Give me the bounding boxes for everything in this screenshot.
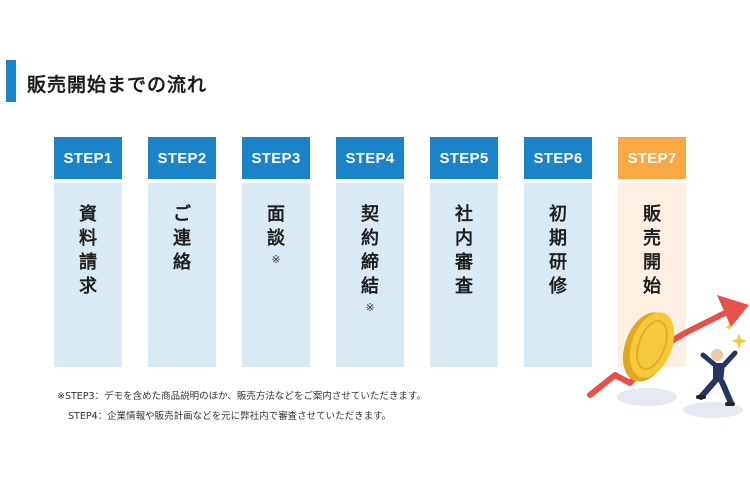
step-text: 初期研修 bbox=[549, 203, 567, 299]
step-char: 締 bbox=[361, 252, 379, 273]
footnote-step4: STEP4：企業情報や販売計画などを元に弊社内で審査させていただきます。 bbox=[68, 411, 392, 422]
step-text: 社内審査 bbox=[455, 203, 473, 299]
step-char: 資 bbox=[79, 204, 97, 225]
step-body: ご連絡 bbox=[148, 183, 216, 367]
step-char: 研 bbox=[549, 252, 567, 273]
title-accent-bar bbox=[6, 60, 16, 102]
step-body: 社内審査 bbox=[430, 183, 498, 367]
footnotes: ※STEP3：デモを含めた商品説明のほか、販売方法などをご案内させていただきます… bbox=[57, 387, 426, 427]
step-char: 売 bbox=[643, 228, 661, 249]
step-char: 販 bbox=[643, 204, 661, 225]
step-body: 契約締結 ※ bbox=[336, 183, 404, 367]
step-char: 連 bbox=[173, 228, 191, 249]
step-note-mark: ※ bbox=[271, 253, 281, 266]
step-char: 期 bbox=[549, 228, 567, 249]
steps-flow: STEP1 資料請求 STEP2 ご連絡 STEP3 面談 ※ STEP4 契約締結 ※ STEP5… bbox=[54, 137, 694, 367]
step-char: 初 bbox=[549, 204, 567, 225]
step-label: STEP3 bbox=[242, 137, 310, 179]
step-body: 資料請求 bbox=[54, 183, 122, 367]
step-char: 面 bbox=[267, 204, 285, 225]
step-text: 販売開始 bbox=[643, 203, 661, 299]
step-char: 談 bbox=[267, 228, 285, 249]
running-person-icon bbox=[696, 349, 738, 406]
step-label: STEP5 bbox=[430, 137, 498, 179]
step-label: STEP2 bbox=[148, 137, 216, 179]
step-text: 契約締結 bbox=[361, 203, 379, 299]
step-char: 結 bbox=[361, 276, 379, 297]
step-text: ご連絡 bbox=[173, 203, 191, 275]
step-5: STEP5 社内審査 bbox=[430, 137, 498, 367]
step-6: STEP6 初期研修 bbox=[524, 137, 592, 367]
step-char: 料 bbox=[79, 228, 97, 249]
sparkle-icon bbox=[725, 323, 747, 349]
coin-shadow bbox=[617, 388, 677, 406]
footnote-step3: ※STEP3：デモを含めた商品説明のほか、販売方法などをご案内させていただきます… bbox=[57, 391, 426, 402]
step-char: 請 bbox=[79, 252, 97, 273]
step-3: STEP3 面談 ※ bbox=[242, 137, 310, 367]
step-label: STEP1 bbox=[54, 137, 122, 179]
step-char: 開 bbox=[643, 252, 661, 273]
step-note-mark: ※ bbox=[365, 301, 375, 314]
step-char: 絡 bbox=[173, 252, 191, 273]
step-1: STEP1 資料請求 bbox=[54, 137, 122, 367]
section-title: 販売開始までの流れ bbox=[27, 74, 208, 96]
step-char: 査 bbox=[455, 276, 473, 297]
step-char: 約 bbox=[361, 228, 379, 249]
step-body: 面談 ※ bbox=[242, 183, 310, 367]
step-text: 資料請求 bbox=[79, 203, 97, 299]
step-label: STEP7 bbox=[618, 137, 686, 179]
step-char: 審 bbox=[455, 252, 473, 273]
step-char: ご bbox=[173, 204, 191, 225]
step-char: 内 bbox=[455, 228, 473, 249]
step-label: STEP6 bbox=[524, 137, 592, 179]
step-label: STEP4 bbox=[336, 137, 404, 179]
step-char: 求 bbox=[79, 276, 97, 297]
step-char: 契 bbox=[361, 204, 379, 225]
step-body: 初期研修 bbox=[524, 183, 592, 367]
step-char: 修 bbox=[549, 276, 567, 297]
step-text: 面談 bbox=[267, 203, 285, 251]
step-2: STEP2 ご連絡 bbox=[148, 137, 216, 367]
step-4: STEP4 契約締結 ※ bbox=[336, 137, 404, 367]
success-illustration bbox=[587, 295, 749, 418]
step-char: 社 bbox=[455, 204, 473, 225]
step-char: 始 bbox=[643, 276, 661, 297]
gold-coin-icon bbox=[622, 312, 675, 382]
